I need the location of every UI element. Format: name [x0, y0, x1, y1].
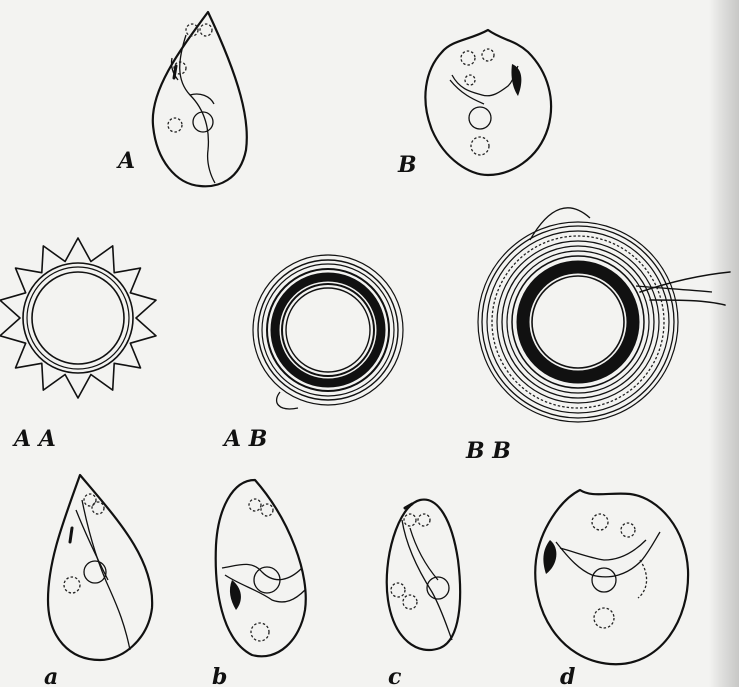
figure-b-upper: [425, 30, 551, 175]
figure-c-lower: [387, 500, 460, 650]
figure-a-upper: [153, 12, 247, 186]
figure-bb-large-ring: [478, 208, 730, 422]
figure-a-lower: [48, 475, 152, 660]
figure-label-a: a: [44, 664, 58, 687]
page-edge-shadow: [709, 0, 739, 687]
figure-label-d: d: [560, 664, 575, 687]
figure-label-A: A: [116, 148, 135, 174]
figure-ab-concentric-ring: [253, 255, 403, 409]
figure-label-AB: A B: [222, 426, 267, 452]
figure-label-AA: A A: [12, 426, 56, 452]
figure-label-B: B: [397, 152, 417, 178]
figure-aa-spiked-ring: [0, 238, 156, 398]
figure-label-b: b: [212, 664, 227, 687]
figure-label-c: c: [388, 664, 402, 687]
figure-label-BB: B B: [465, 438, 511, 464]
figure-b-lower: [216, 480, 306, 656]
figure-d-lower: [535, 490, 688, 664]
